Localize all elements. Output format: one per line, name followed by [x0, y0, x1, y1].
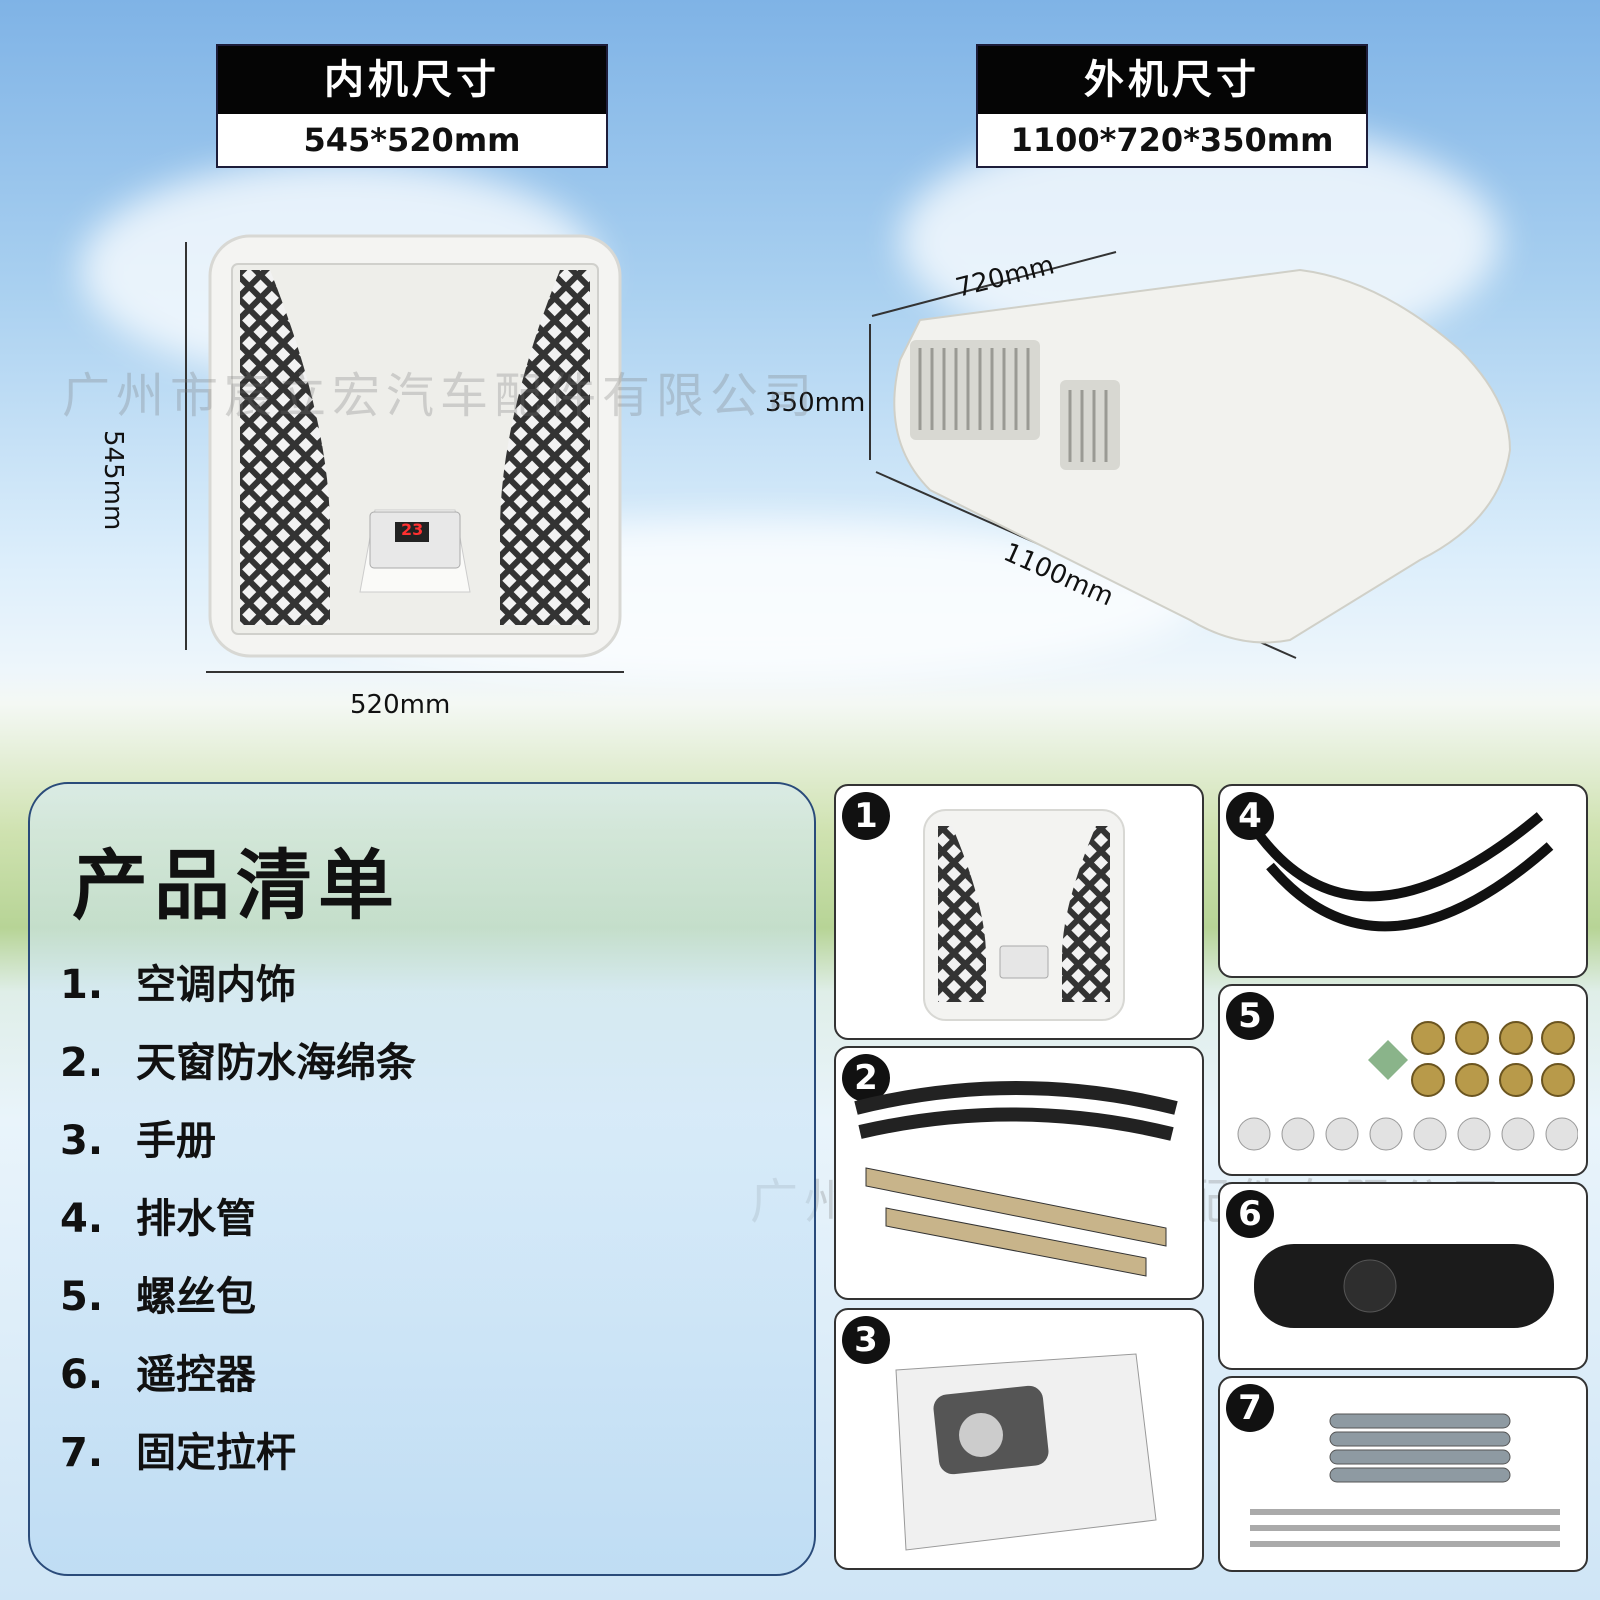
indoor-display-readout: 23	[401, 520, 424, 539]
indoor-unit-image	[185, 234, 624, 673]
list-item: 4.排水管	[60, 1196, 256, 1242]
watermark: 广州市宸立宏汽车配件有限公司	[62, 368, 819, 424]
indoor-unit-thumbnail	[923, 809, 1125, 1021]
fixing-rods-image	[1250, 1413, 1560, 1547]
list-item: 2.天窗防水海绵条	[60, 1040, 416, 1086]
product-list-panel: 产品清单 1.空调内饰 2.天窗防水海绵条 3.手册 4.排水管 5.螺丝包 6…	[28, 782, 816, 1576]
indoor-height-label: 545mm	[98, 430, 128, 531]
outdoor-unit-image	[869, 251, 1512, 659]
tile-badge: 1	[842, 792, 890, 840]
tile-manual: 3	[834, 1308, 1204, 1570]
indoor-size-title: 内机尺寸	[218, 46, 606, 114]
tile-sunroof-sponge: 2	[834, 1046, 1204, 1300]
remote-control-image	[1254, 1244, 1554, 1328]
outdoor-size-title: 外机尺寸	[978, 46, 1366, 114]
screw-pack-image	[1237, 1021, 1578, 1151]
tile-drain-pipe: 4	[1218, 784, 1588, 978]
list-item: 7.固定拉杆	[60, 1430, 296, 1476]
list-item: 5.螺丝包	[60, 1274, 256, 1320]
outdoor-height-label: 350mm	[765, 388, 866, 418]
tile-badge: 3	[842, 1316, 890, 1364]
product-list-title: 产品清单	[72, 841, 400, 930]
list-item: 1.空调内饰	[60, 962, 296, 1008]
indoor-size-value: 545*520mm	[303, 121, 521, 159]
sponge-strip-image	[854, 1081, 1178, 1277]
tile-badge: 2	[842, 1054, 890, 1102]
tile-remote-control: 6	[1218, 1182, 1588, 1370]
list-item: 6.遥控器	[60, 1352, 256, 1398]
tile-screw-pack: 5	[1218, 984, 1588, 1176]
tile-fixing-rods: 7	[1218, 1376, 1588, 1572]
tile-badge: 5	[1226, 992, 1274, 1040]
tile-indoor-unit: 1	[834, 784, 1204, 1040]
indoor-size-box: 内机尺寸 545*520mm	[216, 44, 608, 168]
tile-badge: 7	[1226, 1384, 1274, 1432]
indoor-width-label: 520mm	[350, 690, 451, 720]
drain-pipe-image	[1256, 812, 1554, 932]
outdoor-size-box: 外机尺寸 1100*720*350mm	[976, 44, 1368, 168]
outdoor-size-value: 1100*720*350mm	[1010, 121, 1334, 159]
manual-image	[895, 1353, 1157, 1551]
tile-badge: 4	[1226, 792, 1274, 840]
tile-badge: 6	[1226, 1190, 1274, 1238]
list-item: 3.手册	[60, 1118, 216, 1164]
